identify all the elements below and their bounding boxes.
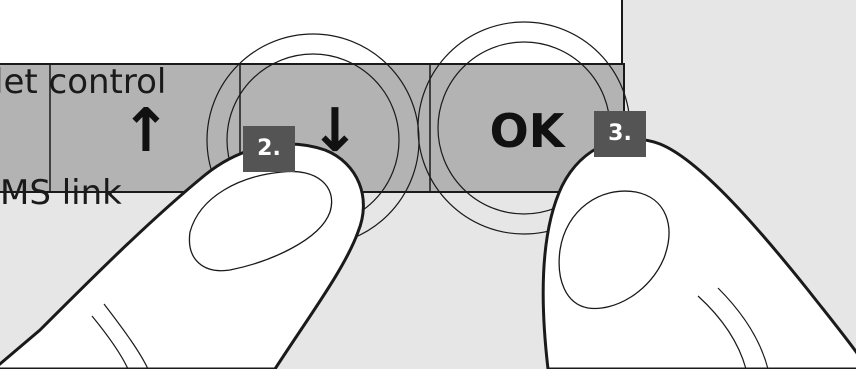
- display-line-2: MS link: [0, 175, 166, 212]
- step-badge-2: 2.: [243, 126, 295, 172]
- up-arrow-key[interactable]: ↑: [52, 96, 240, 166]
- step-badge-3: 3.: [594, 111, 646, 157]
- finger-right: [543, 139, 856, 369]
